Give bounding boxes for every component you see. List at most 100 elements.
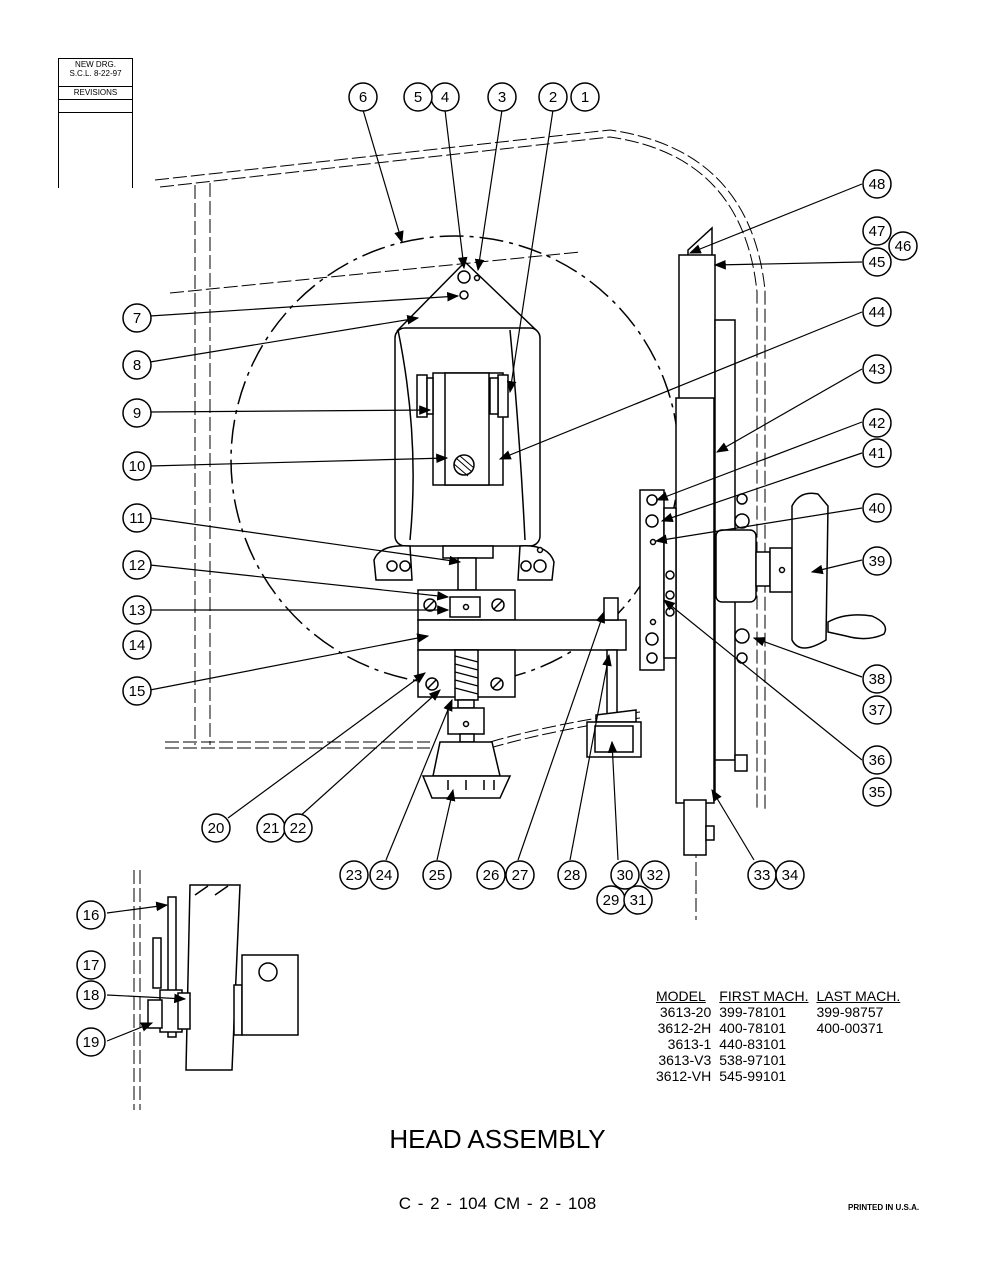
callout-circle — [122, 595, 152, 625]
callout-number: 28 — [564, 867, 581, 884]
callout-circle — [888, 231, 918, 261]
callout-circle — [862, 354, 892, 384]
callout-circle — [862, 408, 892, 438]
callout-circle — [862, 546, 892, 576]
callout-number: 40 — [869, 500, 886, 517]
callout-37: 37 — [862, 695, 892, 725]
callout-27: 27 — [505, 860, 535, 890]
callout-45: 45 — [862, 247, 892, 277]
callout-41: 41 — [862, 438, 892, 468]
callout-circle — [122, 398, 152, 428]
callout-number: 13 — [129, 602, 146, 619]
callout-number: 18 — [83, 987, 100, 1004]
callout-number: 47 — [869, 223, 886, 240]
callout-25: 25 — [422, 860, 452, 890]
callout-26: 26 — [476, 860, 506, 890]
callout-4: 4 — [430, 82, 460, 112]
model-cell: 3612-VH — [656, 1068, 712, 1084]
callout-number: 41 — [869, 445, 886, 462]
first-mach-cell: 440-83101 — [719, 1036, 787, 1052]
first-mach-cell: 545-99101 — [719, 1068, 787, 1084]
callout-1: 1 — [570, 82, 600, 112]
head-body — [373, 260, 555, 591]
callout-number: 48 — [869, 176, 886, 193]
callout-number: 4 — [441, 89, 449, 106]
callout-circle — [862, 438, 892, 468]
callout-circle — [570, 82, 600, 112]
callout-3: 3 — [487, 82, 517, 112]
slide-block — [417, 589, 627, 799]
callout-number: 45 — [869, 254, 886, 271]
model-header: MODEL — [656, 988, 706, 1004]
last-mach-cell — [812, 1052, 904, 1068]
callout-number: 29 — [603, 892, 620, 909]
callout-number: 37 — [869, 702, 886, 719]
callout-number: 6 — [359, 89, 367, 106]
drawing-reference: C - 2 - 104 CM - 2 - 108 — [398, 1194, 597, 1213]
callout-number: 3 — [498, 89, 506, 106]
table-row: 3612-VH 545-99101 — [652, 1068, 904, 1084]
callout-number: 26 — [483, 867, 500, 884]
callout-48: 48 — [862, 169, 892, 199]
revision-block: NEW DRG. S.C.L. 8-22-97 REVISIONS — [58, 58, 133, 188]
callout-number: 14 — [129, 637, 146, 654]
callout-number: 30 — [617, 867, 634, 884]
callout-40: 40 — [862, 493, 892, 523]
callout-circle — [369, 860, 399, 890]
callout-21: 21 — [256, 813, 286, 843]
callout-number: 5 — [414, 89, 422, 106]
revision-line-1: NEW DRG. — [75, 60, 116, 69]
callout-24: 24 — [369, 860, 399, 890]
first-mach-cell: 399-78101 — [719, 1004, 787, 1020]
callout-32: 32 — [640, 860, 670, 890]
callout-circle — [862, 297, 892, 327]
callout-number: 39 — [869, 553, 886, 570]
callout-9: 9 — [122, 398, 152, 428]
callout-43: 43 — [862, 354, 892, 384]
callout-23: 23 — [339, 860, 369, 890]
model-cell: 3613-1 — [667, 1036, 712, 1052]
callout-number: 25 — [429, 867, 446, 884]
revision-blank-row — [59, 100, 132, 113]
callout-circle — [122, 630, 152, 660]
callout-number: 23 — [346, 867, 363, 884]
callout-circle — [122, 550, 152, 580]
table-row: 3613-V3 538-97101 — [652, 1052, 904, 1068]
callout-number: 12 — [129, 557, 146, 574]
callout-10: 10 — [122, 451, 152, 481]
callout-22: 22 — [283, 813, 313, 843]
callout-42: 42 — [862, 408, 892, 438]
callout-7: 7 — [122, 303, 152, 333]
callout-16: 16 — [76, 900, 106, 930]
callout-circle — [610, 860, 640, 890]
callout-circle — [862, 169, 892, 199]
callout-13: 13 — [122, 595, 152, 625]
callout-circle — [403, 82, 433, 112]
callout-number: 46 — [895, 238, 912, 255]
callout-circle — [422, 860, 452, 890]
callout-39: 39 — [862, 546, 892, 576]
callout-number: 7 — [133, 310, 141, 327]
callout-circle — [862, 695, 892, 725]
callout-36: 36 — [862, 745, 892, 775]
printed-notice: PRINTED IN U.S.A. — [848, 1203, 920, 1212]
model-cell: 3613-V3 — [658, 1052, 712, 1068]
first-mach-cell: 538-97101 — [719, 1052, 787, 1068]
callout-number: 2 — [549, 89, 557, 106]
callout-number: 42 — [869, 415, 886, 432]
callout-44: 44 — [862, 297, 892, 327]
callout-circle — [122, 451, 152, 481]
callout-circle — [862, 216, 892, 246]
last-mach-cell — [812, 1068, 904, 1084]
last-mach-cell — [812, 1036, 904, 1052]
callout-33: 33 — [747, 860, 777, 890]
callout-circle — [122, 503, 152, 533]
callout-circle — [122, 676, 152, 706]
callout-circle — [862, 745, 892, 775]
callout-35: 35 — [862, 777, 892, 807]
callout-number: 8 — [133, 357, 141, 374]
callout-number: 17 — [83, 957, 100, 974]
callout-circle — [775, 860, 805, 890]
callout-34: 34 — [775, 860, 805, 890]
